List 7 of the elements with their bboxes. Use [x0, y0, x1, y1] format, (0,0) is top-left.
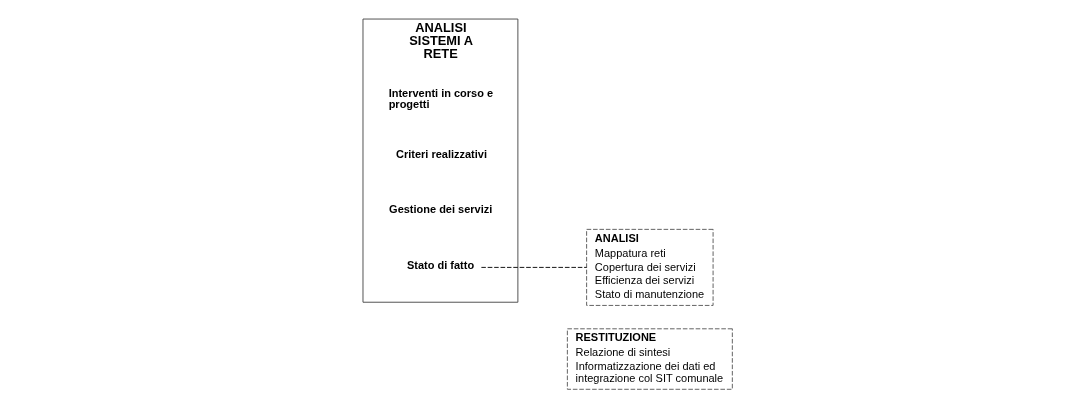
- node-text: Gestione dei servizi: [388, 203, 492, 216]
- connector: [480, 266, 587, 268]
- node-text: Criteri realizzativi: [395, 147, 487, 160]
- node-text: Stato di fatto: [406, 259, 474, 272]
- node-box: RESTITUZIONE Relazione di sintesi Informatizzazione dei dati ed integrazione col SIT comunale: [566, 328, 733, 390]
- node-text: Interventi in corso e progetti: [388, 86, 493, 110]
- node-box: ANALISI Mappatura reti Copertura dei servizi Efficienza dei servizi Stato di manutenzione: [585, 228, 714, 306]
